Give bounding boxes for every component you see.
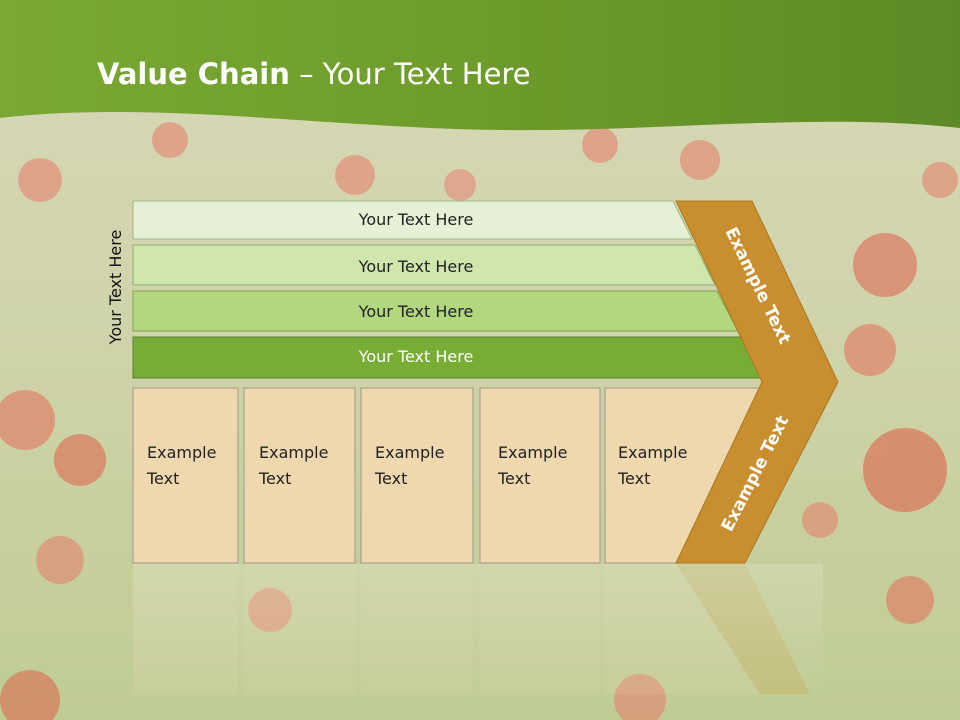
title-rest: – Your Text Here	[290, 57, 531, 91]
reflection	[133, 564, 823, 704]
title-bold: Value Chain	[97, 57, 290, 91]
box-3-shape	[360, 387, 474, 564]
side-label: Your Text Here	[106, 230, 125, 346]
bar-3-label: Your Text Here	[358, 302, 474, 321]
bars-group: Your Text Here Your Text Here Your Text …	[132, 200, 763, 379]
box-4-line2: Text	[497, 469, 530, 488]
boxes-group: Example Text Example Text Example Text E…	[132, 387, 763, 564]
box-1-line1: Example	[147, 443, 216, 462]
box-1-shape	[132, 387, 239, 564]
chevron-arrow	[675, 200, 839, 564]
slide-title: Value Chain – Your Text Here	[97, 57, 531, 91]
box-4-shape	[479, 387, 601, 564]
box-4-line1: Example	[498, 443, 567, 462]
box-2-shape	[243, 387, 356, 564]
bar-2-label: Your Text Here	[358, 257, 474, 276]
header-band	[0, 0, 960, 131]
box-5-line2: Text	[617, 469, 650, 488]
box-3-line1: Example	[375, 443, 444, 462]
bar-2-shape	[132, 244, 716, 286]
box-5-line1: Example	[618, 443, 687, 462]
box-3-line2: Text	[374, 469, 407, 488]
box-2-line1: Example	[259, 443, 328, 462]
bar-4-label: Your Text Here	[358, 347, 474, 366]
box-1-line2: Text	[146, 469, 179, 488]
bar-1-shape	[132, 200, 693, 240]
box-2-line2: Text	[258, 469, 291, 488]
bar-1-label: Your Text Here	[358, 210, 474, 229]
